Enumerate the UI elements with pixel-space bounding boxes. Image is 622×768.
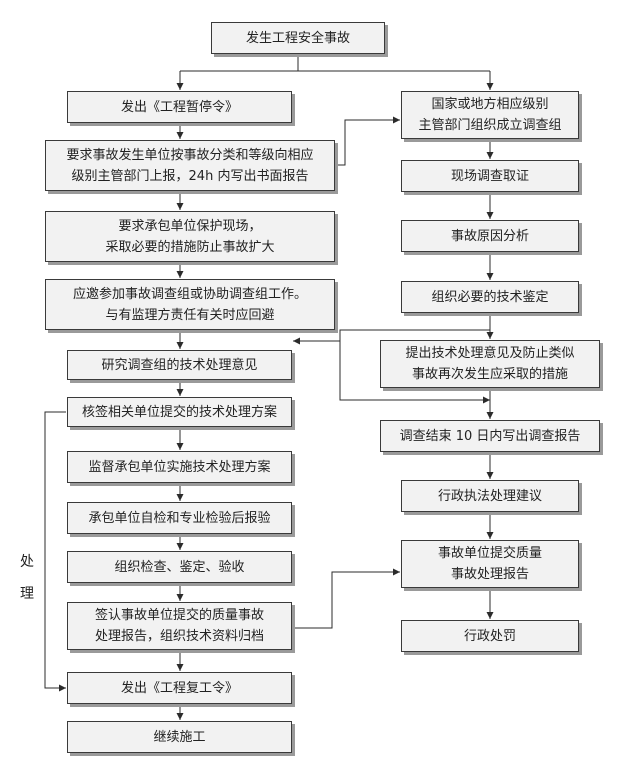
flow-box-left-8: 组织检查、鉴定、验收 — [67, 551, 292, 583]
flow-box-left-11: 继续施工 — [67, 721, 292, 753]
flow-box-right-4: 提出技术处理意见及防止类似 事故再次发生应采取的措施 — [380, 340, 600, 388]
connector-suggestion-to-study — [293, 329, 490, 345]
flow-box-left-9: 签认事故单位提交的质量事故 处理报告，组织技术资料归档 — [67, 602, 292, 650]
flow-box-text: 行政执法处理建议 — [437, 488, 542, 504]
connector-bypass-to-resume — [44, 411, 66, 692]
flow-box-text: 现场调查取证 — [450, 168, 529, 184]
flow-box-right-2: 事故原因分析 — [401, 220, 579, 252]
flow-box-text: 组织必要的技术鉴定 — [431, 289, 549, 305]
flow-box-text: 组织检查、鉴定、验收 — [114, 559, 245, 575]
connector-archive-to-report — [292, 568, 400, 629]
flow-box-left-10: 发出《工程复工令》 — [67, 672, 292, 704]
flow-box-text: 国家或地方相应级别 — [431, 97, 549, 112]
flow-box-left-4: 研究调查组的技术处理意见 — [67, 350, 292, 380]
flow-box-text: 主管部门组织成立调查组 — [418, 118, 562, 133]
flow-box-text: 级别主管部门上报，24h 内写出书面报告 — [71, 168, 309, 184]
side-label-char: 处 — [20, 554, 34, 570]
connector-loop-back-to-report — [339, 341, 490, 404]
flow-box-left-1: 要求事故发生单位按事故分类和等级向相应 级别主管部门上报，24h 内写出书面报告 — [45, 140, 335, 191]
side-label-char: 理 — [20, 586, 34, 602]
flow-box-left-5: 核签相关单位提交的技术处理方案 — [67, 397, 292, 427]
flow-box-right-1: 现场调查取证 — [401, 160, 579, 192]
flow-box-right-7: 事故单位提交质量 事故处理报告 — [401, 540, 579, 588]
flow-box-text: 要求事故发生单位按事故分类和等级向相应 — [66, 147, 314, 163]
flow-box-text: 事故处理报告 — [450, 567, 529, 582]
flow-box-text: 应邀参加事故调查组或协助调查组工作。 — [72, 286, 307, 302]
flow-box-text: 发出《工程复工令》 — [120, 680, 238, 696]
flow-box-text: 事故原因分析 — [450, 228, 529, 244]
flow-box-text: 要求承包单位保护现场， — [118, 218, 262, 234]
flow-box-left-3: 应邀参加事故调查组或协助调查组工作。 与有监理方责任有关时应回避 — [45, 279, 335, 330]
flow-box-text: 监督承包单位实施技术处理方案 — [88, 459, 271, 475]
flow-box-text: 调查结束 10 日内写出调查报告 — [399, 428, 581, 444]
flow-box-text: 处理报告，组织技术资料归档 — [94, 629, 264, 644]
flow-box-text: 与有监理方责任有关时应回避 — [105, 307, 275, 323]
connector-report-to-investigation — [335, 116, 400, 166]
flow-box-left-0: 发出《工程暂停令》 — [67, 91, 292, 123]
flow-box-text: 事故再次发生应采取的措施 — [411, 367, 568, 382]
flow-box-left-7: 承包单位自检和专业检验后报验 — [67, 502, 292, 534]
flow-box-text: 发出《工程暂停令》 — [120, 99, 238, 115]
flow-box-top: 发生工程安全事故 — [211, 22, 385, 54]
flow-box-right-6: 行政执法处理建议 — [401, 480, 579, 512]
flow-box-text: 核签相关单位提交的技术处理方案 — [81, 404, 277, 420]
flow-box-text: 承包单位自检和专业检验后报验 — [88, 510, 271, 526]
flow-box-text: 提出技术处理意见及防止类似 — [405, 346, 575, 361]
flow-box-text: 事故单位提交质量 — [437, 546, 542, 561]
flow-box-text: 研究调查组的技术处理意见 — [101, 357, 258, 373]
flow-box-text: 采取必要的措施防止事故扩大 — [105, 239, 275, 255]
flow-box-text: 发生工程安全事故 — [245, 30, 350, 46]
flow-box-right-3: 组织必要的技术鉴定 — [401, 281, 579, 313]
flow-box-text: 签认事故单位提交的质量事故 — [94, 608, 264, 623]
flow-box-right-0: 国家或地方相应级别 主管部门组织成立调查组 — [401, 91, 579, 139]
flow-box-left-2: 要求承包单位保护现场， 采取必要的措施防止事故扩大 — [45, 211, 335, 262]
flow-box-text: 行政处罚 — [463, 628, 516, 644]
flow-box-text: 继续施工 — [153, 729, 206, 745]
flow-box-left-6: 监督承包单位实施技术处理方案 — [67, 451, 292, 483]
flow-box-right-8: 行政处罚 — [401, 620, 579, 652]
connector-top-split — [180, 54, 490, 72]
flow-box-right-5: 调查结束 10 日内写出调查报告 — [380, 420, 600, 452]
